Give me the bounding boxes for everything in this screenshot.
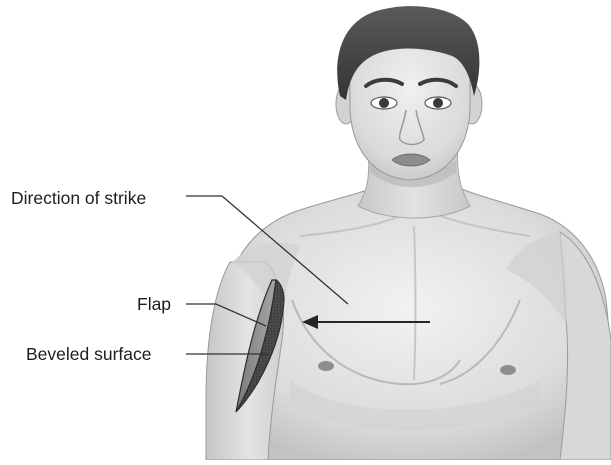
label-direction-of-strike: Direction of strike: [11, 190, 146, 208]
right-arm: [560, 232, 611, 460]
label-flap: Flap: [137, 296, 171, 314]
label-beveled-surface: Beveled surface: [26, 346, 152, 364]
nipple-left: [318, 361, 334, 371]
nipple-right: [500, 365, 516, 375]
eye-right: [425, 97, 451, 109]
eye-left: [371, 97, 397, 109]
